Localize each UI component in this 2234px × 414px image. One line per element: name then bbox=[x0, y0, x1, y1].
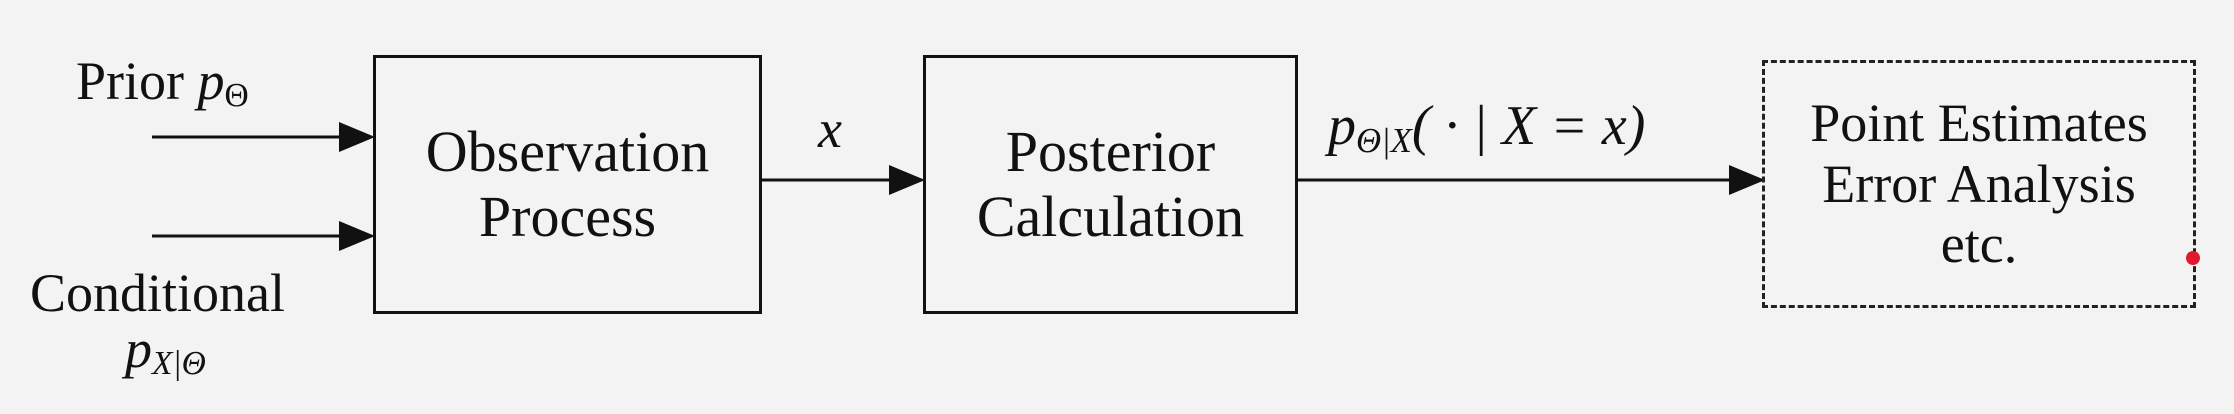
conditional-text: Conditional bbox=[30, 263, 285, 323]
prior-text: Prior bbox=[76, 51, 184, 111]
posterior-calculation-box: Posterior Calculation bbox=[923, 55, 1298, 314]
conditional-symbol-label: pX|Θ bbox=[125, 318, 206, 383]
posterior-line-2: Calculation bbox=[976, 183, 1245, 249]
x-label: x bbox=[818, 98, 842, 160]
posterior-subscript: Θ|X bbox=[1356, 120, 1412, 160]
marker-dot bbox=[2186, 251, 2200, 265]
prior-label: Prior pΘ bbox=[76, 50, 249, 115]
observation-line-1: Observation bbox=[425, 118, 710, 184]
x-symbol: x bbox=[818, 99, 842, 159]
prior-subscript: Θ bbox=[224, 77, 249, 115]
prior-symbol: p bbox=[197, 51, 225, 111]
outputs-line-2: Error Analysis bbox=[1822, 153, 2136, 214]
conditional-subscript: X|Θ bbox=[152, 345, 206, 383]
outputs-line-1: Point Estimates bbox=[1810, 93, 2148, 154]
conditional-label: Conditional bbox=[30, 262, 285, 324]
posterior-symbol: p bbox=[1328, 95, 1356, 157]
posterior-distribution-label: pΘ|X( · | X = x) bbox=[1328, 94, 1646, 160]
conditional-symbol: p bbox=[125, 319, 152, 379]
observation-line-2: Process bbox=[478, 183, 657, 249]
outputs-line-3: etc. bbox=[1940, 214, 2018, 275]
outputs-box: Point Estimates Error Analysis etc. bbox=[1762, 60, 2196, 308]
observation-process-box: Observation Process bbox=[373, 55, 762, 314]
posterior-line-1: Posterior bbox=[1005, 118, 1216, 184]
posterior-args: ( · | X = x) bbox=[1411, 95, 1646, 157]
